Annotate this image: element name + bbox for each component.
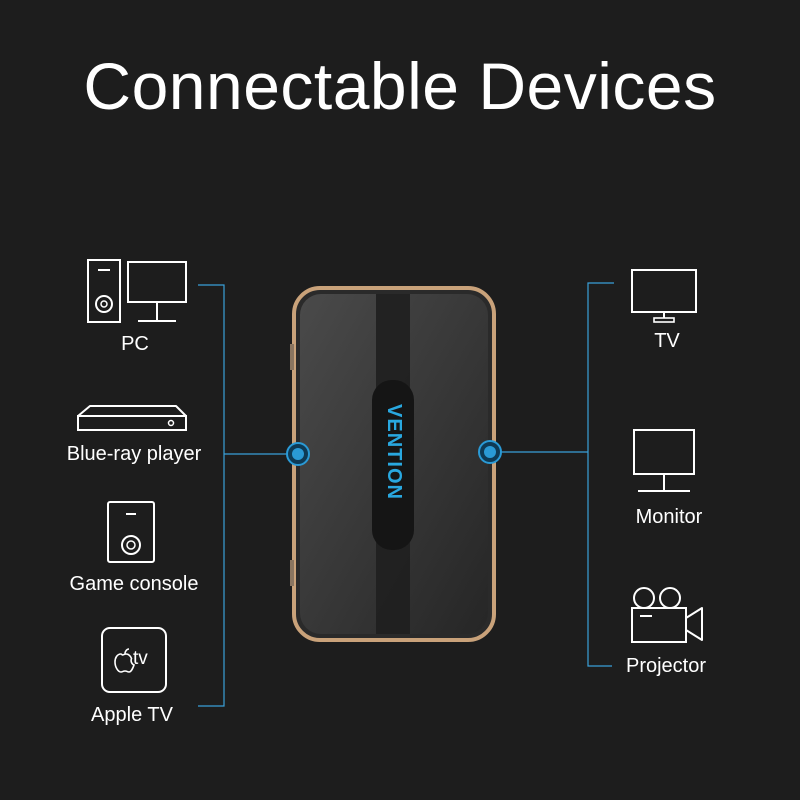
monitor-icon [633, 429, 695, 492]
page-title: Connectable Devices [83, 49, 717, 123]
input-label-game-console: Game console [69, 573, 199, 595]
apple-tv-icon [101, 627, 167, 693]
output-label-projector: Projector [625, 655, 707, 677]
input-label-blu-ray-player: Blue-ray player [66, 443, 202, 465]
pc-icon [87, 259, 187, 323]
game-console-icon [107, 501, 155, 563]
input-label-pc: PC [121, 333, 149, 355]
device-brand-logo: VENTION [383, 404, 405, 500]
blu-ray-player-icon [77, 405, 187, 431]
input-label-apple-tv: Apple TV [91, 704, 173, 726]
tv-icon [631, 269, 697, 323]
output-label-tv: TV [654, 330, 680, 352]
output-label-monitor: Monitor [635, 506, 703, 528]
projector-icon [631, 587, 703, 643]
apple-tv-icon-text: tv [133, 648, 148, 669]
